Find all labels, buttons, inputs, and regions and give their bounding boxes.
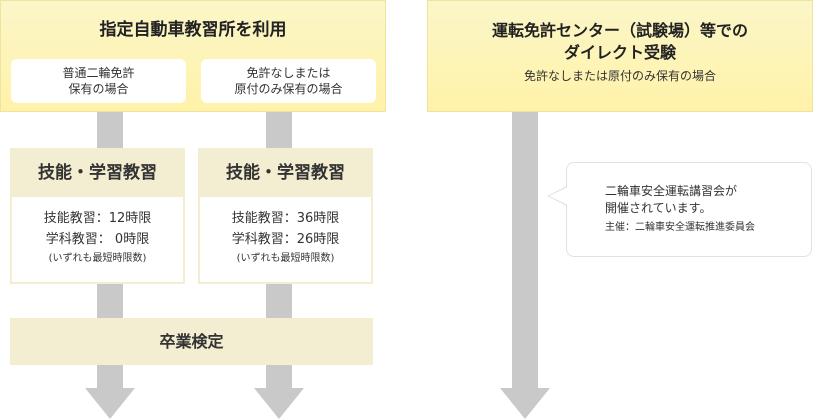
option-line: 保有の場合 — [68, 82, 129, 96]
option-line: 普通二輪免許 — [62, 66, 135, 80]
right-route-title-line2: ダイレクト受験 — [563, 43, 676, 62]
minimum-note: (いずれも最短時限数) — [48, 253, 147, 264]
skill-lessons: 技能教習：36時限 — [231, 211, 340, 226]
callout-line: 開催されています。 — [605, 201, 712, 215]
academic-lessons: 学科教習：26時限 — [231, 232, 340, 247]
option-line: 原付のみ保有の場合 — [234, 82, 343, 96]
graduation-exam-box: 卒業検定 — [10, 318, 373, 365]
callout-line: 二輪車安全運転講習会が — [605, 184, 738, 198]
down-arrow-icon — [254, 388, 304, 419]
course-box-no-license: 技能・学習教習 技能教習：36時限 学科教習：26時限 (いずれも最短時限数) — [198, 148, 373, 284]
minimum-note: (いずれも最短時限数) — [236, 253, 335, 264]
course-heading: 技能・学習教習 — [12, 150, 183, 197]
connector-bar — [97, 284, 123, 318]
down-arrow-icon — [500, 388, 550, 419]
academic-lessons: 学科教習： 0時限 — [45, 232, 150, 247]
callout-sponsor: 主催：二輪車安全運転推進委員会 — [605, 222, 755, 233]
course-heading: 技能・学習教習 — [200, 150, 371, 197]
option-motorcycle-license: 普通二輪免許 保有の場合 — [11, 59, 186, 103]
left-route-header: 指定自動車教習所を利用 普通二輪免許 保有の場合 免許なしまたは 原付のみ保有の… — [0, 0, 386, 112]
option-line: 免許なしまたは — [246, 66, 331, 80]
right-route-title-line1: 運転免許センター（試験場）等での — [491, 21, 748, 40]
connector-bar — [512, 112, 538, 389]
skill-lessons: 技能教習：12時限 — [43, 211, 152, 226]
right-route-subtitle: 免許なしまたは原付のみ保有の場合 — [523, 69, 716, 83]
course-box-motorcycle: 技能・学習教習 技能教習：12時限 学科教習： 0時限 (いずれも最短時限数) — [10, 148, 185, 284]
safety-course-callout: 二輪車安全運転講習会が 開催されています。 主催：二輪車安全運転推進委員会 — [547, 162, 812, 257]
connector-bar — [266, 112, 292, 148]
connector-bar — [97, 365, 123, 389]
right-route-header: 運転免許センター（試験場）等での ダイレクト受験 免許なしまたは原付のみ保有の場… — [427, 0, 813, 112]
down-arrow-icon — [85, 388, 135, 419]
option-no-license: 免許なしまたは 原付のみ保有の場合 — [201, 59, 376, 103]
connector-bar — [97, 112, 123, 148]
left-route-title: 指定自動車教習所を利用 — [99, 20, 287, 40]
connector-bar — [266, 284, 292, 318]
connector-bar — [266, 365, 292, 389]
